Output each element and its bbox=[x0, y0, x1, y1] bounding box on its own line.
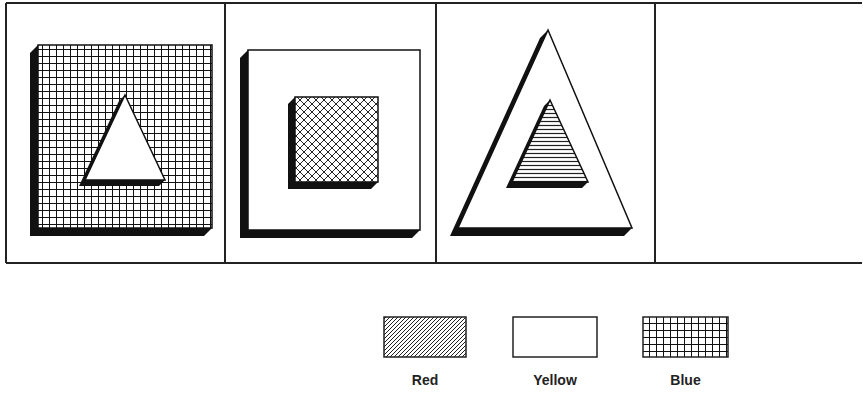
swatch-sample bbox=[383, 316, 467, 358]
swatch-sample bbox=[512, 316, 598, 358]
blue-square-block bbox=[30, 45, 212, 236]
legend-label: Blue bbox=[642, 372, 729, 388]
legend-entry: Yellow bbox=[512, 316, 598, 388]
legend-swatch bbox=[512, 316, 598, 358]
hatched-triangle-small bbox=[506, 100, 588, 188]
legend-entry: Blue bbox=[642, 316, 729, 388]
legend-label: Yellow bbox=[512, 372, 598, 388]
panel-frame bbox=[6, 3, 862, 263]
legend-label: Red bbox=[383, 372, 467, 388]
yellow-triangle-large bbox=[450, 30, 632, 236]
legend-swatch bbox=[642, 316, 729, 358]
yellow-square-block bbox=[240, 50, 420, 238]
red-square-block bbox=[288, 97, 378, 189]
swatch-sample bbox=[642, 316, 729, 358]
legend-swatch bbox=[383, 316, 467, 358]
legend-entry: Red bbox=[383, 316, 467, 388]
yellow-triangle-block bbox=[79, 95, 165, 186]
